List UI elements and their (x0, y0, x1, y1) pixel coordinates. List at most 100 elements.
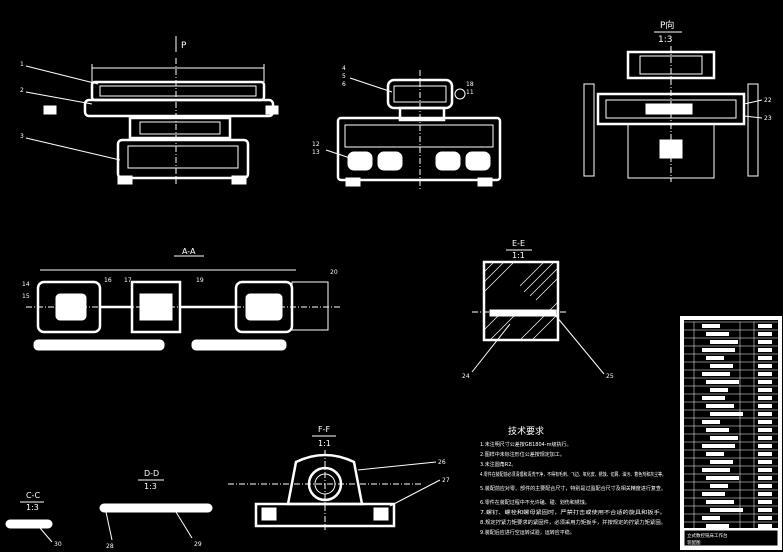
worktable-slot (99, 85, 257, 97)
parts-row-code-block (758, 396, 772, 400)
saddle (128, 116, 232, 140)
side-frame-upper (344, 124, 494, 148)
callout-label: 15 (22, 293, 30, 300)
leader-line (743, 115, 763, 119)
parts-row-text-block (710, 364, 733, 368)
parts-row-text-block (710, 508, 743, 512)
parts-row-code-block (758, 508, 772, 512)
section-aa: A-A 14 15 16 17 19 20 (22, 247, 340, 351)
callout-label: 12 (312, 141, 320, 148)
bolt-hole (261, 507, 277, 521)
parts-row-text-block (706, 356, 724, 360)
worktable-top (90, 80, 266, 102)
callout-label: 29 (194, 541, 202, 548)
tech-req-item: 9.装配后应进行空运转试验，运转应平稳。 (480, 529, 575, 536)
callout-label: 16 (104, 277, 112, 284)
parts-row-text-block (702, 444, 735, 448)
parts-row-text-block (702, 516, 720, 520)
parts-row-text-block (702, 348, 735, 352)
roller (435, 151, 461, 171)
parts-row-text-block (702, 492, 725, 496)
section-ee-scale: 1:1 (512, 251, 525, 260)
leader-line (389, 479, 441, 507)
parts-row-code-block (758, 332, 772, 336)
parts-row-text-block (706, 476, 739, 480)
callout-label: 1 (20, 61, 24, 68)
title-block-name: 立式数控铣床工作台 (687, 532, 728, 539)
leader-line (471, 323, 511, 373)
tech-req-item: 4.零件在装配前必须清理和清洗干净，不得有毛刺、飞边、氧化皮、锈蚀、切屑、油污、… (480, 471, 666, 478)
leader-line (349, 77, 393, 93)
parts-row-code-block (758, 348, 772, 352)
dd-bar (99, 503, 213, 513)
roller (465, 151, 491, 171)
callout-label: 24 (462, 373, 470, 380)
parts-row-code-block (758, 356, 772, 360)
leader-line (39, 527, 53, 543)
rail-right (191, 339, 287, 351)
p-guide (747, 83, 759, 177)
tech-req-item: 1.未注明尺寸公差按GB1804-m级执行。 (480, 441, 571, 448)
motor-mount (398, 106, 446, 122)
parts-row-code-block (758, 436, 772, 440)
tech-req-item: 6.零件在装配过程中不允许磕、碰、划伤和锈蚀。 (480, 499, 590, 506)
parts-row-code-block (758, 524, 772, 528)
callout-label: 20 (330, 269, 338, 276)
tech-requirements: 技术要求 1.未注明尺寸公差按GB1804-m级执行。 2.图样中未标注形位公差… (480, 425, 666, 536)
side-view: 4 5 6 18 11 12 13 (312, 65, 502, 190)
title-block: 立式数控铣床工作台 装配图 (683, 529, 779, 547)
hatch-pattern (483, 261, 559, 341)
view-ff-title: F-F (318, 425, 330, 434)
callout-label: 26 (438, 459, 446, 466)
parts-row-text-block (710, 340, 738, 344)
parts-row-text-block (710, 388, 728, 392)
section-aa-title: A-A (182, 247, 196, 256)
section-ee-title: E-E (512, 239, 525, 248)
p-view-title: P向 (660, 19, 674, 31)
parts-row-code-block (758, 516, 772, 520)
parts-row-code-block (758, 492, 772, 496)
leader-line (25, 137, 121, 161)
parts-row-text-block (702, 372, 730, 376)
motor-shaft (454, 88, 466, 100)
parts-row-code-block (758, 468, 772, 472)
parts-row-code-block (758, 404, 772, 408)
parts-list-rows (684, 321, 778, 528)
parts-row-code-block (758, 324, 772, 328)
callout-label: 14 (22, 281, 30, 288)
front-view-title: P (181, 41, 187, 51)
view-ff-scale: 1:1 (318, 439, 331, 448)
parts-row-text-block (702, 396, 725, 400)
view-cc: C-C 1:3 30 (5, 491, 62, 548)
tech-req-item: 8.规定拧紧力矩要求的紧固件，必须采用力矩扳手，并按规定的拧紧力矩紧固。 (480, 519, 666, 526)
parts-row-text-block (710, 484, 728, 488)
parts-row-code-block (758, 380, 772, 384)
parts-row-text-block (706, 428, 729, 432)
end-cap (291, 281, 329, 331)
side-frame (336, 116, 502, 182)
front-view: P 1 2 3 (20, 36, 279, 185)
roller (377, 151, 403, 171)
base-foot (117, 175, 133, 185)
bolt-hole (373, 507, 389, 521)
parts-row-code-block (758, 500, 772, 504)
p-hub (645, 103, 693, 115)
callout-label: 25 (606, 373, 614, 380)
callout-label: 22 (764, 97, 772, 104)
saddle-inner (139, 121, 221, 135)
parts-row-text-block (706, 524, 729, 528)
parts-row-code-block (758, 412, 772, 416)
leader-line (357, 461, 437, 471)
parts-row-code-block (758, 452, 772, 456)
parts-row-text-block (710, 436, 738, 440)
pillow-block-housing (286, 453, 364, 506)
callout-label: 19 (196, 277, 204, 284)
parts-row-code-block (758, 476, 772, 480)
side-foot (477, 177, 493, 187)
parts-row-code-block (758, 428, 772, 432)
parts-row-text-block (702, 324, 720, 328)
base (116, 138, 250, 180)
view-dd: D-D 1:3 28 29 (99, 469, 213, 550)
section-ee-body (482, 260, 560, 342)
handwheel (43, 105, 57, 115)
